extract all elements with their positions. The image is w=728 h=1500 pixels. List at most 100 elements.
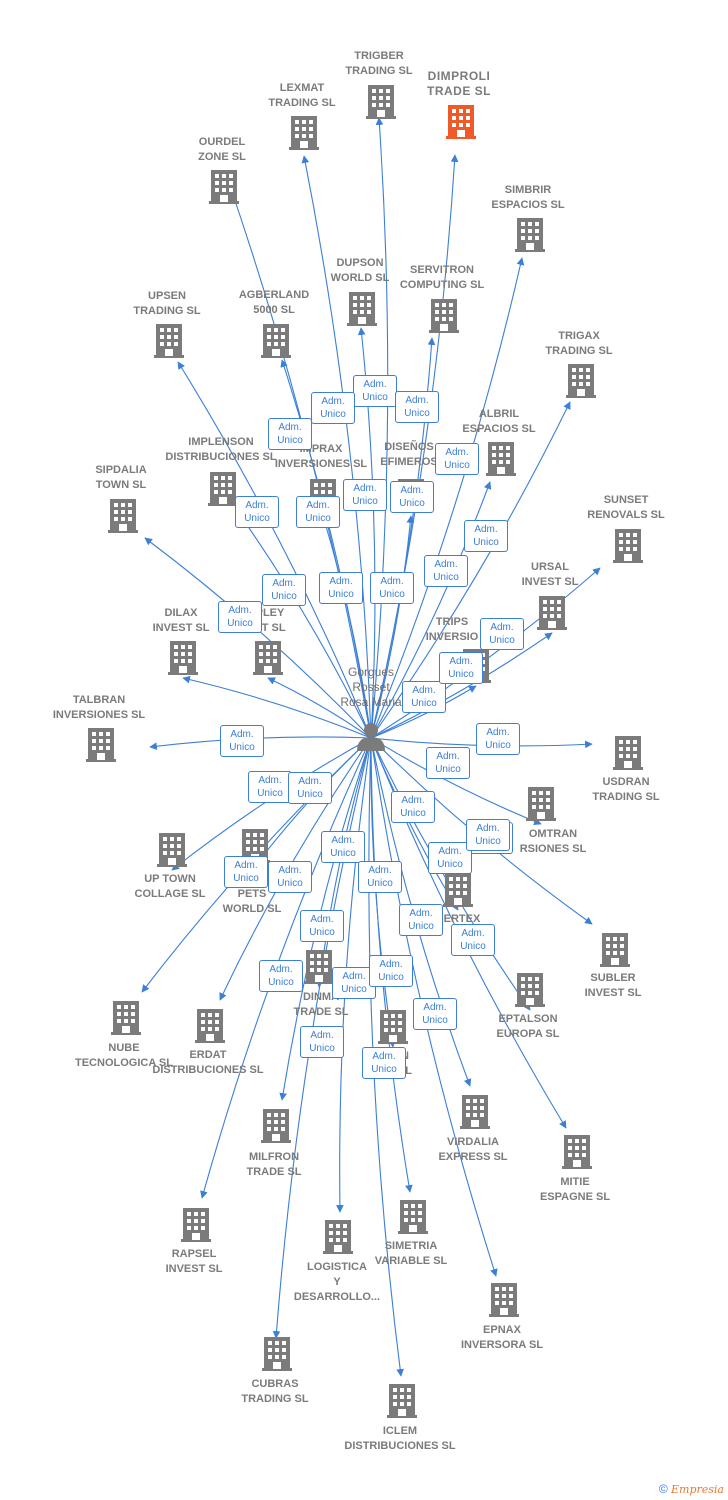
company-label-uptown[interactable]: UP TOWN COLLAGE SL bbox=[134, 873, 206, 900]
company-label-dinma[interactable]: DINMA TRADE SL bbox=[293, 991, 349, 1018]
company-label-dilax[interactable]: DILAX INVEST SL bbox=[152, 607, 210, 634]
building-icon-lexmat[interactable] bbox=[289, 116, 319, 150]
company-label-dimproli[interactable]: DIMPROLI TRADE SL bbox=[427, 69, 491, 98]
building-icon-ertex[interactable] bbox=[443, 873, 473, 907]
building-icon-trigax[interactable] bbox=[566, 364, 596, 398]
relation-badge-pets[interactable]: Adm. Unico bbox=[288, 772, 332, 804]
relation-badge[interactable]: Adm. Unico bbox=[358, 861, 402, 893]
relation-badge[interactable]: Adm. Unico bbox=[300, 910, 344, 942]
relation-badge[interactable]: Adm. Unico bbox=[413, 998, 457, 1030]
building-icon-upsen[interactable] bbox=[154, 324, 184, 358]
relation-badge-pley[interactable]: Adm. Unico bbox=[262, 574, 306, 606]
relation-badge[interactable]: Adm. Unico bbox=[370, 572, 414, 604]
person-icon[interactable] bbox=[357, 723, 385, 751]
relation-badge[interactable]: Adm. Unico bbox=[300, 1026, 344, 1058]
building-icon-simetria[interactable] bbox=[398, 1200, 428, 1234]
company-label-dupson[interactable]: DUPSON WORLD SL bbox=[330, 257, 390, 284]
relation-badge-ursal[interactable]: Adm. Unico bbox=[424, 555, 468, 587]
company-label-upsen[interactable]: UPSEN TRADING SL bbox=[133, 290, 201, 317]
relation-badge-agberland[interactable]: Adm. Unico bbox=[268, 418, 312, 450]
building-icon-simbrir[interactable] bbox=[515, 218, 545, 252]
company-label-sipdalia[interactable]: SIPDALIA TOWN SL bbox=[95, 464, 147, 491]
relation-badge[interactable]: Adm. Unico bbox=[426, 747, 470, 779]
relation-badge-uptown[interactable]: Adm. Unico bbox=[248, 771, 292, 803]
company-label-virdalia[interactable]: VIRDALIA EXPRESS SL bbox=[438, 1136, 508, 1163]
relation-badge-implenson[interactable]: Adm. Unico bbox=[235, 496, 279, 528]
company-label-sunset[interactable]: SUNSET RENOVALS SL bbox=[587, 494, 665, 521]
building-icon-rapsel[interactable] bbox=[181, 1208, 211, 1242]
building-icon-iclem[interactable] bbox=[387, 1384, 417, 1418]
company-label-trigber[interactable]: TRIGBER TRADING SL bbox=[345, 50, 413, 77]
building-icon-dilax[interactable] bbox=[168, 641, 198, 675]
company-label-trips[interactable]: TRIPS INVERSIO bbox=[425, 616, 479, 643]
company-label-erdat[interactable]: ERDAT DISTRIBUCIONES SL bbox=[152, 1049, 264, 1076]
relation-badge[interactable]: Adm. Unico bbox=[332, 967, 376, 999]
relation-badge-talbran[interactable]: Adm. Unico bbox=[220, 725, 264, 757]
building-icon-ourdel[interactable] bbox=[209, 170, 239, 204]
relation-badge[interactable]: Adm. Unico bbox=[391, 791, 435, 823]
relation-badge-usdran[interactable]: Adm. Unico bbox=[476, 723, 520, 755]
relation-badge-dimproli[interactable]: Adm. Unico bbox=[395, 391, 439, 423]
relation-badge-trips[interactable]: Adm. Unico bbox=[480, 618, 524, 650]
relation-badge[interactable]: Adm. Unico bbox=[428, 842, 472, 874]
company-label-mitie[interactable]: MITIE ESPAGNE SL bbox=[539, 1176, 611, 1203]
company-label-lexmat[interactable]: LEXMAT TRADING SL bbox=[268, 82, 336, 109]
company-label-simetria[interactable]: SIMETRIA VARIABLE SL bbox=[374, 1240, 448, 1267]
building-icon-erdat[interactable] bbox=[195, 1009, 225, 1043]
company-label-ursal[interactable]: URSAL INVEST SL bbox=[521, 561, 579, 588]
company-label-cubras[interactable]: CUBRAS TRADING SL bbox=[241, 1378, 309, 1405]
relation-badge[interactable]: Adm. Unico bbox=[439, 652, 483, 684]
building-icon-ursal[interactable] bbox=[537, 596, 567, 630]
company-label-usdran[interactable]: USDRAN TRADING SL bbox=[592, 776, 660, 803]
building-icon-virdalia[interactable] bbox=[460, 1095, 490, 1129]
relation-badge[interactable]: Adm. Unico bbox=[390, 481, 434, 513]
company-label-agberland[interactable]: AGBERLAND 5000 SL bbox=[238, 289, 310, 316]
building-icon-talbran[interactable] bbox=[86, 728, 116, 762]
building-icon-subler[interactable] bbox=[600, 933, 630, 967]
relation-badge-albril[interactable]: Adm. Unico bbox=[435, 443, 479, 475]
company-label-iclem[interactable]: ICLEM DISTRIBUCIONES SL bbox=[344, 1425, 456, 1452]
relation-badge-nube[interactable]: Adm. Unico bbox=[224, 856, 268, 888]
company-label-milfron[interactable]: MILFRON TRADE SL bbox=[246, 1151, 302, 1178]
relation-badge[interactable]: Adm. Unico bbox=[259, 960, 303, 992]
building-icon-agberland[interactable] bbox=[261, 324, 291, 358]
building-icon-dimproli[interactable] bbox=[446, 105, 476, 139]
building-icon-albril[interactable] bbox=[486, 442, 516, 476]
building-icon-mitie[interactable] bbox=[562, 1135, 592, 1169]
building-icon-sunset[interactable] bbox=[613, 529, 643, 563]
company-label-epnax[interactable]: EPNAX INVERSORA SL bbox=[460, 1324, 544, 1351]
relation-badge[interactable]: Adm. Unico bbox=[466, 819, 510, 851]
building-icon-sipdalia[interactable] bbox=[108, 499, 138, 533]
building-icon-uptown[interactable] bbox=[157, 833, 187, 867]
relation-badge[interactable]: Adm. Unico bbox=[321, 831, 365, 863]
relation-badge[interactable]: Adm. Unico bbox=[402, 681, 446, 713]
company-label-talbran[interactable]: TALBRAN INVERSIONES SL bbox=[52, 694, 146, 721]
building-icon-cubras[interactable] bbox=[262, 1337, 292, 1371]
building-icon-milfron[interactable] bbox=[261, 1109, 291, 1143]
relation-badge-dinma[interactable]: Adm. Unico bbox=[268, 861, 312, 893]
relation-badge-sunset[interactable]: Adm. Unico bbox=[464, 520, 508, 552]
building-icon-pley[interactable] bbox=[253, 641, 283, 675]
relation-badge[interactable]: Adm. Unico bbox=[451, 924, 495, 956]
company-label-simbrir[interactable]: SIMBRIR ESPACIOS SL bbox=[491, 184, 565, 211]
relation-badge[interactable]: Adm. Unico bbox=[319, 572, 363, 604]
company-label-ourdel[interactable]: OURDEL ZONE SL bbox=[198, 136, 246, 163]
building-icon-implenson[interactable] bbox=[208, 472, 238, 506]
relation-badge-lexmat[interactable]: Adm. Unico bbox=[311, 392, 355, 424]
company-label-trigax[interactable]: TRIGAX TRADING SL bbox=[545, 330, 613, 357]
company-label-omtran[interactable]: OMTRAN RSIONES SL bbox=[519, 828, 587, 855]
building-icon-dinma[interactable] bbox=[304, 950, 334, 984]
company-label-rapsel[interactable]: RAPSEL INVEST SL bbox=[165, 1248, 223, 1275]
brand-name[interactable]: Empresia bbox=[671, 1483, 724, 1496]
building-icon-usdran[interactable] bbox=[613, 736, 643, 770]
relation-badge[interactable]: Adm. Unico bbox=[369, 955, 413, 987]
building-icon-servitron[interactable] bbox=[429, 299, 459, 333]
relation-badge-imprax[interactable]: Adm. Unico bbox=[296, 496, 340, 528]
company-label-eptalson[interactable]: EPTALSON EUROPA SL bbox=[496, 1013, 560, 1040]
company-label-albril[interactable]: ALBRIL ESPACIOS SL bbox=[462, 408, 536, 435]
company-label-servitron[interactable]: SERVITRON COMPUTING SL bbox=[399, 264, 485, 291]
building-icon-trigber[interactable] bbox=[366, 85, 396, 119]
company-label-disenos[interactable]: DISEÑOS EFIMEROS bbox=[380, 441, 438, 468]
building-icon-omtran[interactable] bbox=[526, 787, 556, 821]
building-icon-dupson[interactable] bbox=[347, 292, 377, 326]
